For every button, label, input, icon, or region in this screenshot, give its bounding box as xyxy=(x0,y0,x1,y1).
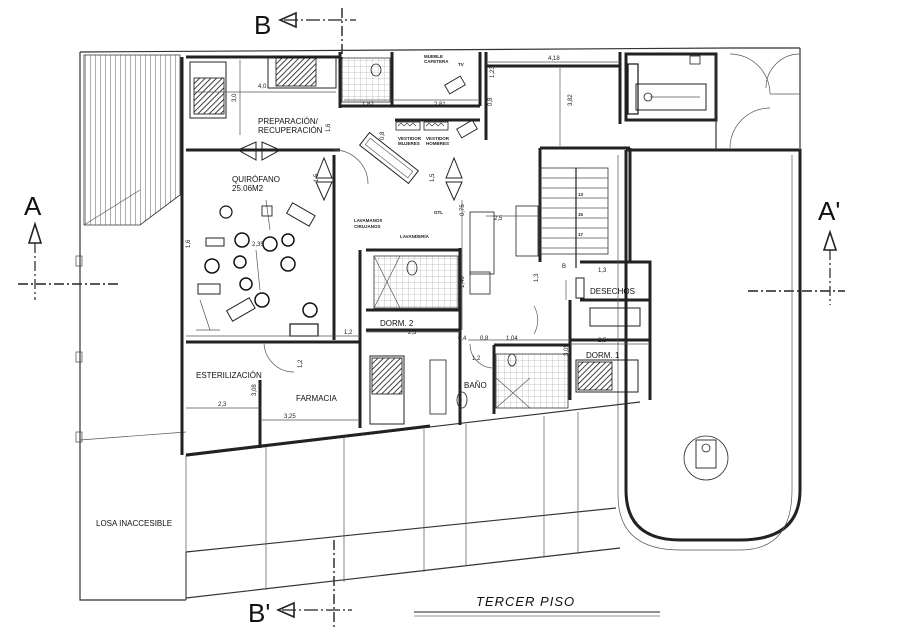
operating-equipment xyxy=(196,199,319,337)
building-outline xyxy=(75,47,801,601)
lockers xyxy=(395,121,449,131)
swing-doors xyxy=(236,141,463,202)
dim-3-08: 3,08 xyxy=(252,384,258,396)
room-dorm-2: DORM. 2 xyxy=(380,319,414,328)
dimension-labels: 4,0 3,0 1,82 2,81 4,18 3,82 1,23 0,8 1,6… xyxy=(186,56,607,420)
section-marker-a-right: A' xyxy=(748,196,845,305)
stretcher xyxy=(358,75,478,185)
dim-1-23: 1,23 xyxy=(490,66,496,78)
wheelchair-icon xyxy=(683,435,729,481)
svg-text:13: 13 xyxy=(578,192,584,197)
dim-3-25: 3,25 xyxy=(284,414,296,420)
room-dorm-1: DORM. 1 xyxy=(586,351,620,360)
dim-0-8-a: 0,8 xyxy=(488,97,494,106)
label-cafetera: CAFETERA xyxy=(424,59,449,64)
dim-4-18: 4,18 xyxy=(548,56,560,62)
section-label-b: B xyxy=(254,10,271,40)
room-farmacia: FARMACIA xyxy=(296,394,338,403)
dim-2-81: 2,81 xyxy=(434,102,446,108)
room-desechos: DESECHOS xyxy=(590,287,635,296)
dim-1-2-b: 1,2 xyxy=(298,359,304,368)
dim-1-3-a: 1,3 xyxy=(534,273,540,282)
dim-1-5-a: 1,5 xyxy=(314,173,320,182)
dim-1-2-a: 1,2 xyxy=(344,330,353,336)
room-bano: BAÑO xyxy=(464,381,487,390)
dim-1-2-c: 1,2 xyxy=(472,356,481,362)
room-labels: QUIRÓFANO 25.06M2 PREPARACIÓN/ RECUPERAC… xyxy=(96,54,635,528)
plan-title: TERCER PISO xyxy=(414,594,660,617)
dim-0-8-b: 0,8 xyxy=(380,131,386,140)
label-vestidor-hombres: VESTIDOR xyxy=(426,136,450,141)
label-hombres: HOMBRES xyxy=(426,141,449,146)
label-lavamanos: LAVAMANOS xyxy=(354,218,382,223)
room-losa-inaccesible: LOSA INACCESIBLE xyxy=(96,519,172,528)
dim-1-46: 1,46 xyxy=(460,276,466,288)
dim-2-35: 2,35 xyxy=(252,242,264,248)
hatched-beds xyxy=(189,55,641,425)
dim-3-0: 3,0 xyxy=(232,93,238,102)
dim-1-6-b: 1,6 xyxy=(186,239,192,248)
room-recuperacion: RECUPERACIÓN xyxy=(258,126,323,135)
room-quirofano: QUIRÓFANO xyxy=(232,175,280,184)
label-tv: TV xyxy=(458,62,464,67)
dim-1-5-b: 1,5 xyxy=(430,173,436,182)
dim-0-8-c: 0,8 xyxy=(480,336,489,342)
dim-0-4: 0,4 xyxy=(458,336,467,342)
room-quirofano-area: 25.06M2 xyxy=(232,184,264,193)
svg-text:15: 15 xyxy=(578,212,584,217)
section-marker-a-left: A xyxy=(18,191,120,300)
dim-2-3: 2,3 xyxy=(218,402,227,408)
dim-3-82: 3,82 xyxy=(568,94,574,106)
dim-2-5-b: 2,5 xyxy=(408,330,417,336)
dim-1-6: 1,6 xyxy=(326,123,332,132)
bathroom-fixtures xyxy=(341,57,569,415)
interior-walls xyxy=(180,52,802,551)
dim-1-3-b: 1,3 xyxy=(598,268,607,274)
stair-label-b: B xyxy=(562,264,566,270)
svg-text:17: 17 xyxy=(578,232,584,237)
door-arcs xyxy=(263,149,585,373)
dim-3-05: 3,05 xyxy=(564,344,570,356)
dim-1-04: 1,04 xyxy=(506,336,518,342)
hatched-slab xyxy=(83,54,181,226)
dim-2-5-a: 2,5 xyxy=(494,216,503,222)
label-gtl: GTL xyxy=(434,210,443,215)
dimension-lines xyxy=(186,60,650,421)
plan-title-text: TERCER PISO xyxy=(476,594,575,609)
dim-1-82: 1,82 xyxy=(362,102,374,108)
door-swings-top-right xyxy=(729,53,801,149)
label-cirujanos: CIRUJANOS xyxy=(354,224,381,229)
dim-4-0: 4,0 xyxy=(258,84,267,90)
dim-2-5-c: 2,5 xyxy=(598,338,607,344)
label-mujeres: MUJERES xyxy=(398,141,420,146)
label-mueble: MUEBLE xyxy=(424,54,443,59)
dim-0-75: 0,75 xyxy=(460,204,466,216)
section-label-a-prime: A' xyxy=(818,196,840,226)
section-label-a: A xyxy=(24,191,42,221)
surgical-table xyxy=(627,55,707,115)
section-marker-b-bottom: B' xyxy=(248,540,352,628)
room-preparacion: PREPARACIÓN/ xyxy=(258,117,319,126)
section-label-b-prime: B' xyxy=(248,598,270,628)
section-marker-b-top: B xyxy=(254,8,356,60)
room-esterilizacion: ESTERILIZACIÓN xyxy=(196,371,262,380)
label-lavanderia: LAVANDERÍA xyxy=(400,232,430,239)
staircase: B 13 15 17 xyxy=(539,167,609,270)
label-vestidor-mujeres: VESTIDOR xyxy=(398,136,422,141)
